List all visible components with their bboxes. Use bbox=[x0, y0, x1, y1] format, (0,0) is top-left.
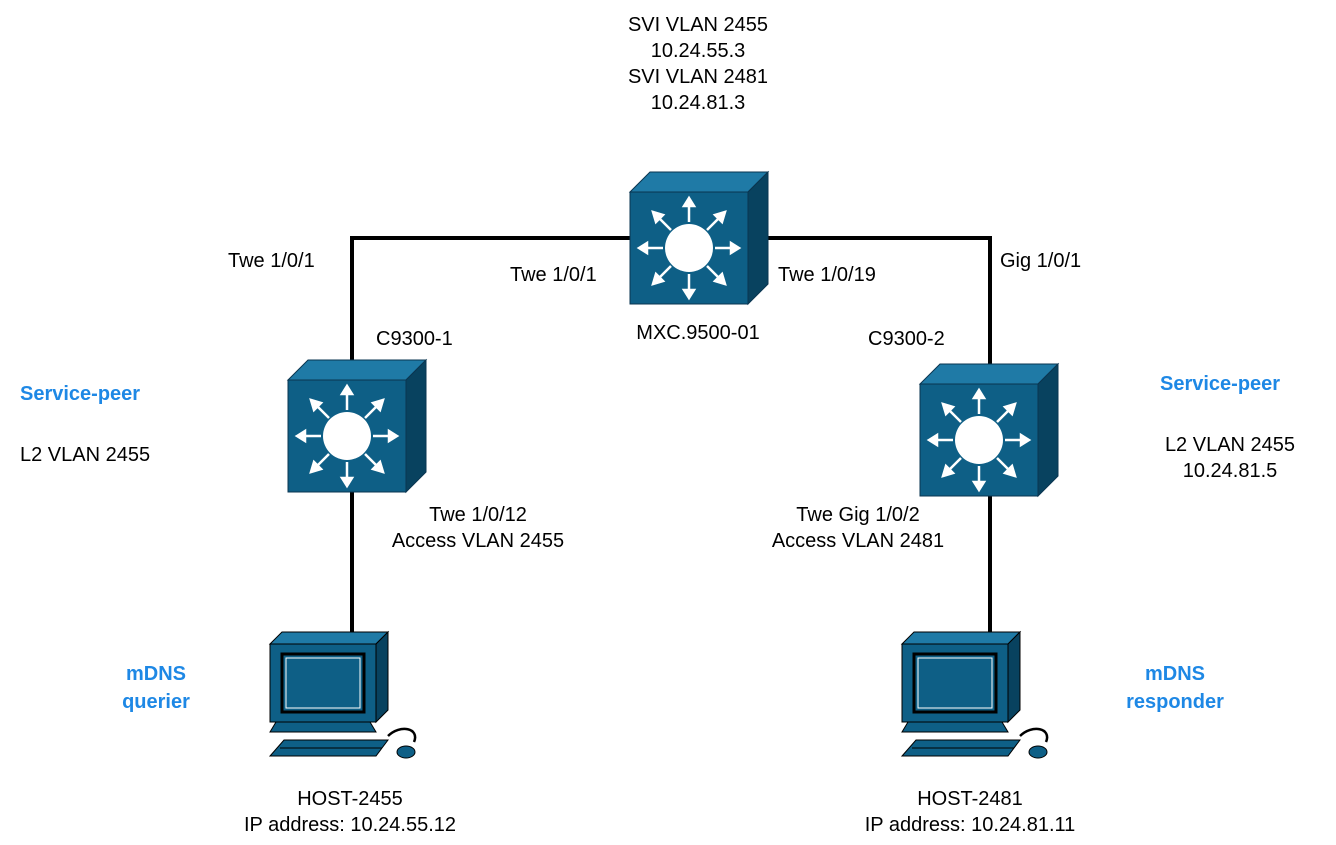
c9300-1-switch-icon bbox=[286, 358, 428, 494]
core-switch-icon bbox=[628, 170, 770, 306]
core-svi-b-ip: 10.24.81.3 bbox=[650, 92, 746, 114]
right-host-role-line1: mDNS bbox=[1144, 663, 1205, 685]
right-switch-name: C9300-2 bbox=[868, 328, 945, 350]
left-uplink-port: Twe 1/0/1 bbox=[228, 250, 315, 272]
left-access-info: Twe 1/0/12 Access VLAN 2455 bbox=[362, 502, 594, 554]
host-2481-workstation-icon bbox=[900, 630, 1049, 760]
core-switch-name: MXC.9500-01 bbox=[636, 322, 760, 344]
right-switch-vlan: L2 VLAN 2455 bbox=[1164, 434, 1296, 456]
right-access-vlan: Access VLAN 2481 bbox=[771, 530, 945, 552]
right-uplink-port: Gig 1/0/1 bbox=[1000, 250, 1082, 272]
core-svi-a: SVI VLAN 2455 bbox=[627, 14, 769, 36]
right-host-ip: IP address: 10.24.81.11 bbox=[864, 814, 1076, 836]
core-svi-b: SVI VLAN 2481 bbox=[627, 66, 769, 88]
core-svi-labels: SVI VLAN 2455 10.24.55.3 SVI VLAN 2481 1… bbox=[598, 12, 798, 116]
right-switch-vlan-info: L2 VLAN 2455 10.24.81.5 bbox=[1140, 432, 1320, 484]
right-switch-role: Service-peer bbox=[1160, 373, 1281, 395]
left-host-name: HOST-2455 bbox=[297, 788, 403, 810]
right-access-info: Twe Gig 1/0/2 Access VLAN 2481 bbox=[744, 502, 972, 554]
left-switch-role: Service-peer bbox=[20, 383, 141, 405]
right-host-role-line2: responder bbox=[1126, 691, 1224, 713]
right-switch-vlan-ip: 10.24.81.5 bbox=[1182, 460, 1278, 482]
link-core-c9300-1 bbox=[350, 236, 632, 362]
core-port-right: Twe 1/0/19 bbox=[778, 264, 876, 286]
left-host-ip: IP address: 10.24.55.12 bbox=[243, 814, 456, 836]
left-host-role: mDNS querier bbox=[100, 660, 212, 716]
right-access-port: Twe Gig 1/0/2 bbox=[796, 504, 920, 526]
c9300-2-switch-icon bbox=[918, 362, 1060, 498]
left-access-vlan: Access VLAN 2455 bbox=[391, 530, 565, 552]
right-host-info: HOST-2481 IP address: 10.24.81.11 bbox=[800, 786, 1140, 838]
left-access-port: Twe 1/0/12 bbox=[429, 504, 527, 526]
left-host-role-line1: mDNS bbox=[125, 663, 186, 685]
right-host-name: HOST-2481 bbox=[917, 788, 1023, 810]
left-switch-vlan: L2 VLAN 2455 bbox=[20, 444, 151, 466]
core-svi-a-ip: 10.24.55.3 bbox=[650, 40, 746, 62]
left-switch-name: C9300-1 bbox=[376, 328, 453, 350]
core-port-left: Twe 1/0/1 bbox=[510, 264, 597, 286]
host-2455-workstation-icon bbox=[268, 630, 417, 760]
left-host-info: HOST-2455 IP address: 10.24.55.12 bbox=[180, 786, 520, 838]
link-core-c9300-2 bbox=[766, 236, 992, 364]
right-host-role: mDNS responder bbox=[1110, 660, 1240, 716]
left-host-role-line2: querier bbox=[122, 691, 190, 713]
